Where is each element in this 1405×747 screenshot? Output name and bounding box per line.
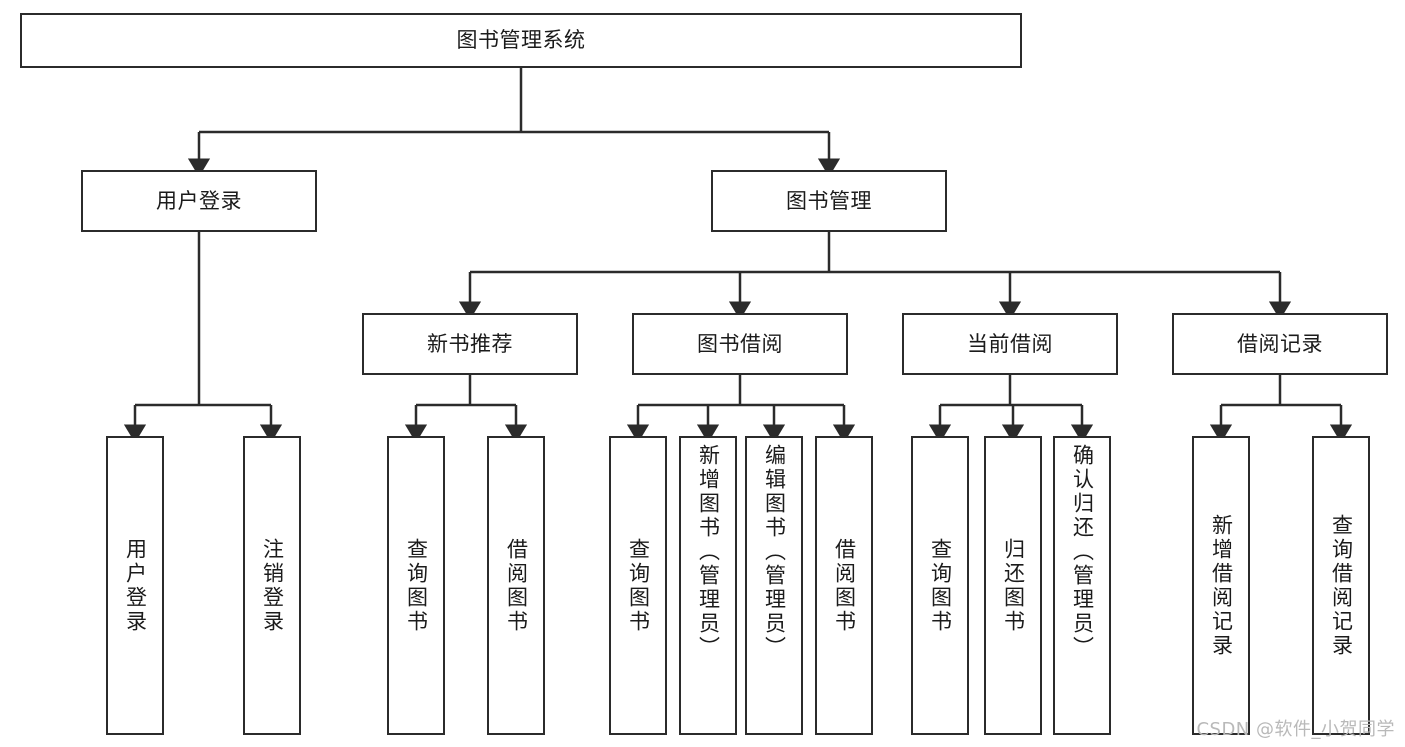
node-leaf-borrow-book-label: 借阅图书: [832, 537, 857, 634]
node-leaf-edit-book-admin[interactable]: 编辑图书（管理员）: [745, 436, 803, 735]
node-root[interactable]: 图书管理系统: [20, 13, 1022, 68]
node-leaf-return-book-label: 归还图书: [1001, 537, 1026, 634]
node-leaf-borrow-book-recommend[interactable]: 借阅图书: [487, 436, 545, 735]
node-leaf-query-borrow-record-label: 查询借阅记录: [1329, 513, 1354, 658]
node-leaf-add-book-admin-label: 新增图书（管理员）: [696, 444, 721, 660]
node-user-login-label: 用户登录: [156, 188, 242, 213]
node-leaf-edit-book-admin-label: 编辑图书（管理员）: [762, 444, 787, 660]
node-leaf-query-book-current[interactable]: 查询图书: [911, 436, 969, 735]
node-leaf-user-login-label: 用户登录: [123, 537, 148, 634]
node-new-book-recommend[interactable]: 新书推荐: [362, 313, 578, 375]
node-book-management[interactable]: 图书管理: [711, 170, 947, 232]
node-current-borrow[interactable]: 当前借阅: [902, 313, 1118, 375]
node-leaf-query-book-recommend[interactable]: 查询图书: [387, 436, 445, 735]
node-leaf-query-book-borrow-label: 查询图书: [626, 537, 651, 634]
node-leaf-borrow-book[interactable]: 借阅图书: [815, 436, 873, 735]
node-leaf-add-borrow-record-label: 新增借阅记录: [1209, 513, 1234, 658]
node-root-label: 图书管理系统: [456, 28, 586, 53]
node-leaf-add-book-admin[interactable]: 新增图书（管理员）: [679, 436, 737, 735]
csdn-watermark: CSDN @软件_小贺同学: [1196, 719, 1395, 740]
node-book-borrow-label: 图书借阅: [697, 331, 783, 356]
node-new-book-recommend-label: 新书推荐: [427, 331, 513, 356]
node-leaf-borrow-book-recommend-label: 借阅图书: [504, 537, 529, 634]
node-leaf-query-borrow-record[interactable]: 查询借阅记录: [1312, 436, 1370, 735]
node-leaf-logout[interactable]: 注销登录: [243, 436, 301, 735]
node-leaf-query-book-recommend-label: 查询图书: [404, 537, 429, 634]
node-book-borrow[interactable]: 图书借阅: [632, 313, 848, 375]
node-borrow-record[interactable]: 借阅记录: [1172, 313, 1388, 375]
node-leaf-user-login[interactable]: 用户登录: [106, 436, 164, 735]
node-current-borrow-label: 当前借阅: [967, 331, 1053, 356]
node-leaf-return-book[interactable]: 归还图书: [984, 436, 1042, 735]
node-leaf-logout-label: 注销登录: [260, 537, 285, 634]
node-leaf-query-book-borrow[interactable]: 查询图书: [609, 436, 667, 735]
node-leaf-add-borrow-record[interactable]: 新增借阅记录: [1192, 436, 1250, 735]
node-leaf-confirm-return-admin-label: 确认归还（管理员）: [1070, 444, 1095, 660]
node-leaf-confirm-return-admin[interactable]: 确认归还（管理员）: [1053, 436, 1111, 735]
node-borrow-record-label: 借阅记录: [1237, 331, 1323, 356]
node-leaf-query-book-current-label: 查询图书: [928, 537, 953, 634]
node-book-management-label: 图书管理: [786, 188, 872, 213]
node-user-login[interactable]: 用户登录: [81, 170, 317, 232]
